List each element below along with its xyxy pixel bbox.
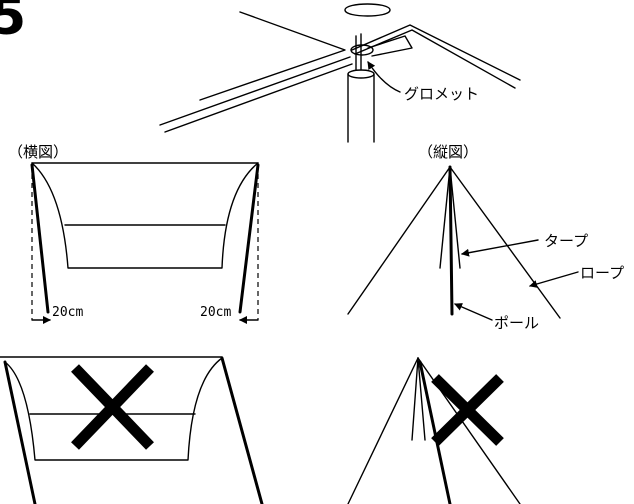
grommet-ring xyxy=(350,44,374,56)
tarp-edge-lower xyxy=(159,56,353,133)
side-view-correct xyxy=(30,162,260,324)
distance-left-label: 20cm xyxy=(52,305,83,320)
tarp-edge-upper xyxy=(199,11,346,101)
pole-label: ポール xyxy=(494,314,539,332)
side-view-label: （横図） xyxy=(8,143,68,161)
rope-label: ロープ xyxy=(580,264,624,282)
front-pole xyxy=(448,165,454,316)
tarp-label: タープ xyxy=(544,232,588,250)
pole-top xyxy=(347,69,375,79)
tarp-left xyxy=(439,166,451,269)
rope-left xyxy=(347,166,451,315)
incorrect-cross-left xyxy=(71,364,154,450)
side-pole-right xyxy=(238,163,260,314)
step-number: 5 xyxy=(0,0,26,47)
distance-right-label: 20cm xyxy=(200,305,231,320)
grommet-label: グロメット xyxy=(404,85,479,103)
tie-strap xyxy=(367,35,413,57)
grommet-detail-illustration xyxy=(159,3,521,143)
incorrect-cross-right xyxy=(431,374,504,446)
rope-loop xyxy=(344,3,391,17)
side-pole-left xyxy=(30,163,50,314)
front-view-correct xyxy=(347,165,579,321)
pole-body xyxy=(347,73,375,143)
grommet-leader xyxy=(367,61,401,93)
rope-line xyxy=(351,24,521,89)
front-view-label: （縦図） xyxy=(418,143,478,161)
side-view-incorrect xyxy=(0,356,264,504)
front-view-incorrect xyxy=(347,357,521,504)
rope-right xyxy=(449,166,561,319)
pole-pin xyxy=(355,33,362,71)
